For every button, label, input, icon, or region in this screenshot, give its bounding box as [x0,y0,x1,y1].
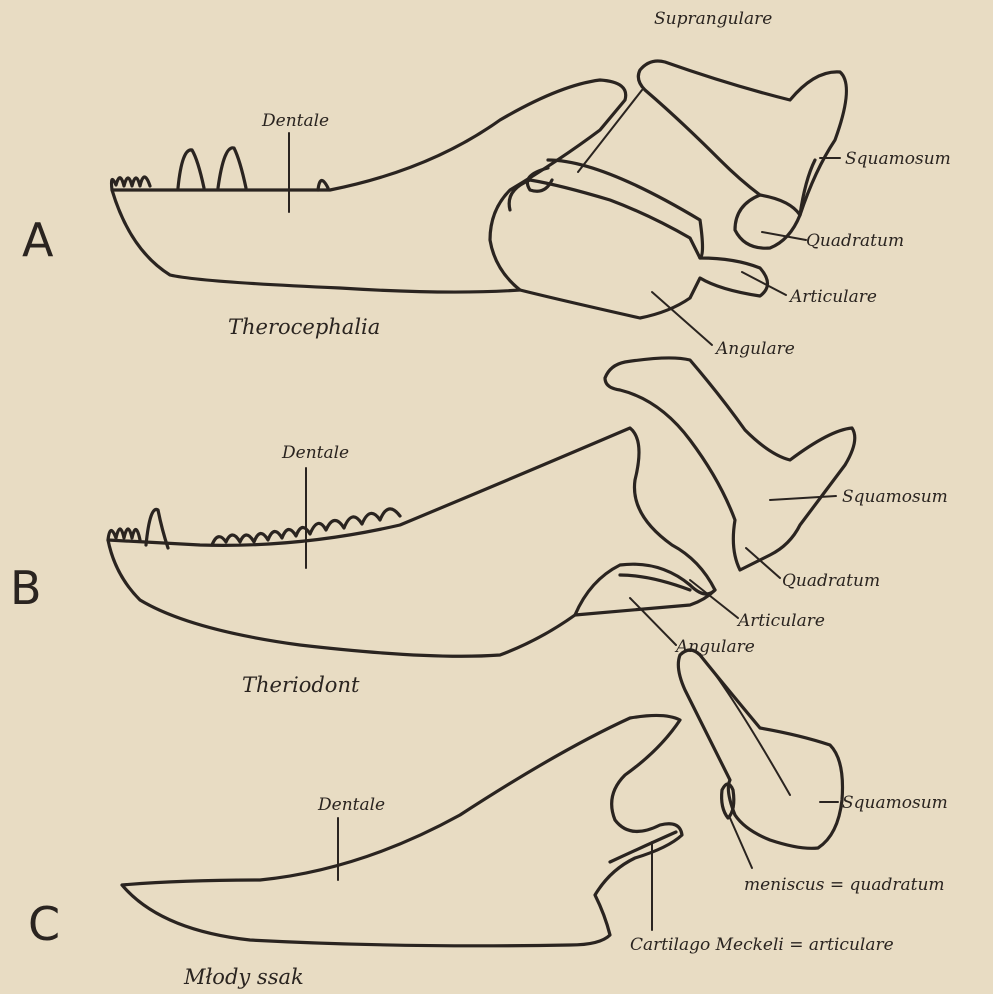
figure-a-suprangulare-bone [527,160,702,258]
figure-b-squamosum-bone [605,358,855,570]
figure-c-label-squamosum: Squamosum [842,793,948,813]
figure-a-label-dentale: Dentale [261,111,329,131]
figure-a-label-squamosum: Squamosum [845,149,951,169]
figure-a-angulare-bone [509,180,767,318]
figure-b-dentale-bone [108,428,715,656]
figure-a-label-quadratum: Quadratum [806,231,904,251]
figure-b-label-dentale: Dentale [281,443,349,463]
figure-c-label-dentale: Dentale [317,795,385,815]
figure-a-label-articulare: Articulare [788,287,877,307]
figure-a-label-suprangulare: Suprangulare [654,9,772,29]
figure-a-name: Therocephalia [228,315,380,339]
figure-a: A Dentale Suprangulare Squamosum Quadrat… [22,9,951,359]
figure-b-letter: B [10,561,42,615]
figure-c: C Dentale Squamosum meniscus = quadratum… [28,650,948,989]
figure-c-label-meckel: Cartilago Meckeli = articulare [630,935,894,955]
figure-b-name: Theriodont [242,673,360,697]
figure-c-dentale-bone [122,715,682,945]
figure-c-label-meniscus: meniscus = quadratum [744,875,945,895]
figure-c-letter: C [28,897,60,951]
figure-a-letter: A [22,213,54,267]
figure-b-label-articulare: Articulare [736,611,825,631]
figure-b-label-angulare: Angulare [674,637,755,657]
figure-a-teeth [112,148,329,190]
figure-a-label-angulare: Angulare [714,339,795,359]
figure-a-squamosum-bone [638,61,846,248]
figure-b: B Dentale Squamosum Quadratum Articulare… [10,358,948,697]
figure-c-name: Młody ssak [183,965,304,989]
figure-b-label-squamosum: Squamosum [842,487,948,507]
figure-a-quadratum-bone [760,160,815,215]
figure-c-squamosum-bone [678,650,842,848]
figure-b-label-quadratum: Quadratum [782,571,880,591]
